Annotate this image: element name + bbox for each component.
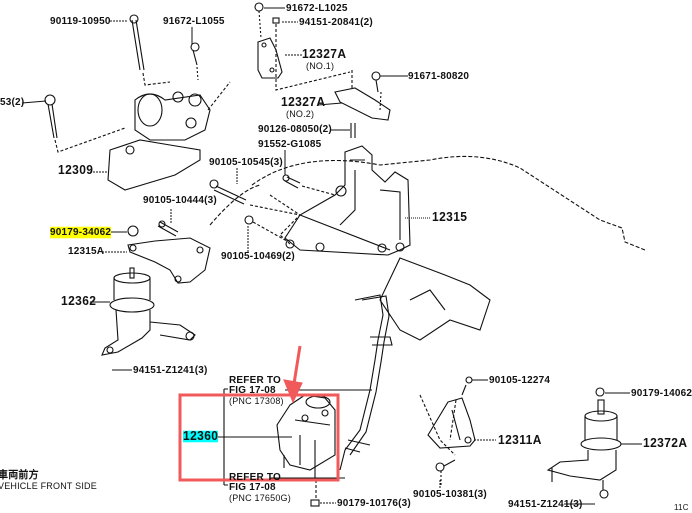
part-label-12311A[interactable]: 12311A — [498, 432, 542, 448]
ref-2-line1: REFER TO — [229, 471, 281, 484]
part-label-91552-G1085[interactable]: 91552-G1085 — [258, 138, 322, 151]
part-label-90105-12274[interactable]: 90105-12274 — [489, 374, 551, 387]
part-label-12360-selected[interactable]: 12360 — [183, 428, 219, 444]
part-label-90119-10950[interactable]: 90119-10950 — [50, 15, 111, 28]
part-note-no2: (NO.2) — [286, 108, 315, 120]
mount-12362 — [101, 267, 196, 356]
bracket-12315 — [284, 145, 411, 256]
part-label-12315A[interactable]: 12315A — [68, 245, 105, 258]
part-label-90126-08050[interactable]: 90126-08050(2) — [258, 123, 332, 136]
bracket-12315A — [127, 220, 211, 284]
bracket-12327A-no1 — [254, 2, 351, 91]
part-label-91671-80820[interactable]: 91671-80820 — [408, 70, 470, 83]
stud-90126-08050 — [350, 123, 356, 138]
part-label-12327A-no2[interactable]: 12327A — [281, 94, 326, 110]
direction-jp: 車両前方 — [0, 469, 39, 482]
ref-2-line2: FIG 17-08 — [229, 481, 276, 494]
bracket-12311A — [427, 376, 476, 485]
part-label-90105-10381[interactable]: 90105-10381(3) — [413, 488, 487, 501]
bolt-90105-10469 — [244, 215, 286, 241]
part-label-90179-14062[interactable]: 90179-14062 — [631, 387, 692, 400]
part-label-12327A-no1[interactable]: 12327A — [302, 46, 347, 62]
rear-mount-12309 — [107, 91, 211, 191]
engine-outline — [251, 155, 646, 251]
part-label-12362[interactable]: 12362 — [61, 293, 97, 309]
part-label-90105-10545[interactable]: 90105-10545(3) — [209, 156, 283, 169]
part-label-90105-10444[interactable]: 90105-10444(3) — [143, 194, 217, 207]
part-label-91672-L1025[interactable]: 91672-L1025 — [286, 2, 348, 15]
part-label-90179-34062[interactable]: 90179-34062 — [50, 226, 112, 239]
part-label-12315[interactable]: 12315 — [432, 209, 468, 225]
bolt-91672-L1055 — [190, 42, 200, 81]
highlight-box — [178, 393, 340, 482]
ref-1-line3: (PNC 17308) — [229, 395, 284, 407]
bolt-90105-10545 — [209, 179, 301, 216]
part-label-12372A[interactable]: 12372A — [643, 435, 688, 451]
part-label-94151-Z1241-left[interactable]: 94151-Z1241(3) — [133, 364, 208, 377]
part-label-90179-10176[interactable]: 90179-10176(3) — [337, 497, 411, 510]
bolt-90119-10950 — [129, 14, 145, 71]
annotation-arrowhead — [283, 379, 303, 404]
part-label-91672-L1055[interactable]: 91672-L1055 — [163, 15, 225, 28]
ref-2-line3: (PNC 17650G) — [229, 492, 291, 504]
ref-1-line1: REFER TO — [229, 374, 281, 387]
engine-body-lower — [379, 257, 491, 341]
part-label-94151-20841[interactable]: 94151-20841(2) — [299, 16, 373, 29]
mount-12372A — [546, 387, 622, 499]
part-label-53-2[interactable]: 53(2) — [0, 96, 25, 109]
ref-bracket — [212, 388, 372, 486]
part-label-94151-Z1241-right[interactable]: 94151-Z1241(3) — [508, 498, 583, 511]
ref-1-line2: FIG 17-08 — [229, 384, 276, 397]
part-note-no1: (NO.1) — [306, 60, 335, 72]
hose — [339, 294, 393, 471]
bolt-91552-G1085 — [282, 174, 336, 196]
part-label-90105-10469[interactable]: 90105-10469(2) — [221, 250, 295, 263]
part-label-12309[interactable]: 12309 — [58, 162, 94, 178]
bracket-12327A-no2 — [334, 70, 391, 121]
figure-code: 11C — [674, 502, 689, 513]
bolt-53 — [44, 94, 126, 153]
leader-lines — [21, 7, 642, 505]
direction-en: VEHICLE FRONT SIDE — [0, 480, 97, 492]
